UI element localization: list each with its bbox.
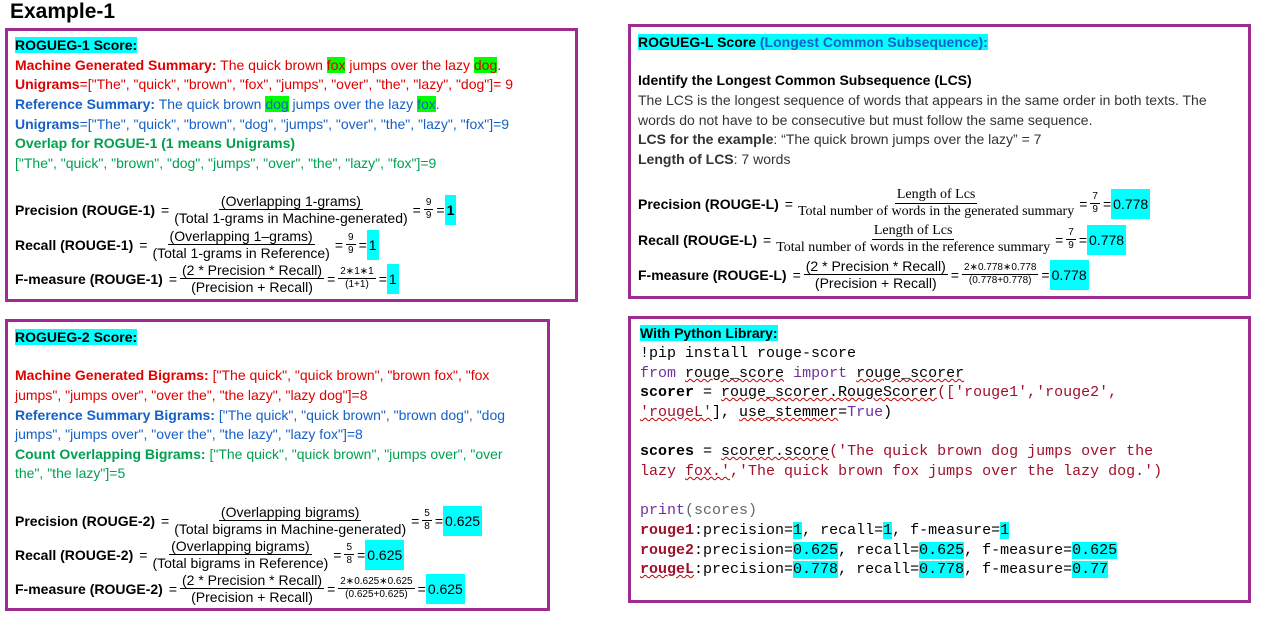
machine-bigrams-line-2: jumps", "jumps over", "over the", "the l… bbox=[15, 387, 368, 403]
lcs-heading: Identify the Longest Common Subsequence … bbox=[638, 72, 972, 88]
lcs-description-1: The LCS is the longest sequence of words… bbox=[638, 92, 1207, 108]
rouge1-heading: ROGUEG-1 Score: bbox=[15, 37, 138, 53]
code-line-import: from rouge_score import rouge_scorer bbox=[640, 365, 965, 382]
machine-bigrams-line: Machine Generated Bigrams: ["The quick",… bbox=[15, 367, 490, 383]
rouge1-panel: ROGUEG-1 Score: Machine Generated Summar… bbox=[5, 28, 578, 302]
code-line-scorer-2: 'rougeL'], use_stemmer=True) bbox=[640, 404, 893, 421]
precision-result: 0.778 bbox=[1111, 188, 1151, 219]
code-line-scores: scores = scorer.score('The quick brown d… bbox=[640, 443, 1154, 460]
code-line-pip: !pip install rouge-score bbox=[640, 345, 857, 362]
code-line-scores-2: lazy fox.','The quick brown fox jumps ov… bbox=[640, 463, 1163, 480]
fmeasure-result: 1 bbox=[386, 263, 399, 294]
rouge2-panel: ROGUEG-2 Score: Machine Generated Bigram… bbox=[5, 319, 550, 611]
rougeL-panel: ROGUEG-L Score (Longest Common Subsequen… bbox=[628, 24, 1251, 299]
rouge2-heading: ROGUEG-2 Score: bbox=[15, 329, 138, 345]
rougeL-heading: ROGUEG-L Score (Longest Common Subsequen… bbox=[638, 34, 988, 50]
rouge2-fmeasure-row: F-measure (ROUGE-2)= (2 * Precision * Re… bbox=[15, 572, 465, 605]
fraction: (Overlapping 1-grams)(Total 1-grams in M… bbox=[174, 193, 408, 226]
fmeasure-result: 0.625 bbox=[425, 573, 465, 604]
fmeasure-result: 0.778 bbox=[1049, 259, 1089, 290]
rouge2-recall-row: Recall (ROUGE-2)= (Overlapping bigrams)(… bbox=[15, 538, 405, 571]
recall-result: 0.625 bbox=[365, 539, 405, 570]
code-line-print: print(scores) bbox=[640, 502, 758, 519]
rouge1-precision-row: Precision (ROUGE-1)= (Overlapping 1-gram… bbox=[15, 193, 457, 226]
lcs-description-2: words do not have to be consecutive but … bbox=[638, 112, 1093, 128]
python-panel: With Python Library: !pip install rouge-… bbox=[628, 316, 1251, 603]
code-line-rouge1: rouge1:precision=1, recall=1, f-measure=… bbox=[640, 522, 1010, 539]
precision-result: 0.625 bbox=[443, 505, 483, 536]
reference-bigrams-line: Reference Summary Bigrams: ["The quick",… bbox=[15, 407, 506, 423]
lcs-length: Length of LCS: 7 words bbox=[638, 151, 791, 167]
reference-summary-line: Reference Summary: The quick brown dog j… bbox=[15, 96, 440, 112]
rouge1-fmeasure-row: F-measure (ROUGE-1)= (2 * Precision * Re… bbox=[15, 262, 399, 295]
code-line-rouge2: rouge2:precision=0.625, recall=0.625, f-… bbox=[640, 542, 1118, 559]
rougeL-fmeasure-row: F-measure (ROUGE-L)= (2 * Precision * Re… bbox=[638, 258, 1089, 291]
overlap-bigrams-line-2: the", "the lazy"]=5 bbox=[15, 465, 126, 481]
rouge1-recall-row: Recall (ROUGE-1)= (Overlapping 1–grams)(… bbox=[15, 228, 379, 261]
code-line-rougeL: rougeL:precision=0.778, recall=0.778, f-… bbox=[640, 561, 1109, 578]
lcs-example: LCS for the example: “The quick brown ju… bbox=[638, 131, 1042, 147]
reference-unigrams-line: Unigrams=["The", "quick", "brown", "dog"… bbox=[15, 116, 510, 132]
precision-result: 1 bbox=[444, 194, 457, 225]
recall-result: 0.778 bbox=[1087, 224, 1127, 255]
code-line-scorer: scorer = rouge_scorer.RougeScorer(['roug… bbox=[640, 384, 1118, 401]
rouge2-precision-row: Precision (ROUGE-2)= (Overlapping bigram… bbox=[15, 504, 483, 537]
machine-generated-summary-line: Machine Generated Summary: The quick bro… bbox=[15, 57, 502, 73]
reference-bigrams-line-2: jumps", "jumps over", "over the", "the l… bbox=[15, 426, 363, 442]
overlap-bigrams-line: Count Overlapping Bigrams: ["The quick",… bbox=[15, 446, 503, 462]
recall-result: 1 bbox=[366, 229, 379, 260]
overlap-list: ["The", "quick", "brown", "dog", "jumps"… bbox=[15, 155, 437, 171]
overlap-heading: Overlap for ROGUE-1 (1 means Unigrams) bbox=[15, 135, 296, 151]
python-heading: With Python Library: bbox=[640, 325, 778, 341]
machine-unigrams-line: Unigrams=["The", "quick", "brown", "fox"… bbox=[15, 76, 513, 92]
page-title: Example-1 bbox=[10, 0, 116, 23]
